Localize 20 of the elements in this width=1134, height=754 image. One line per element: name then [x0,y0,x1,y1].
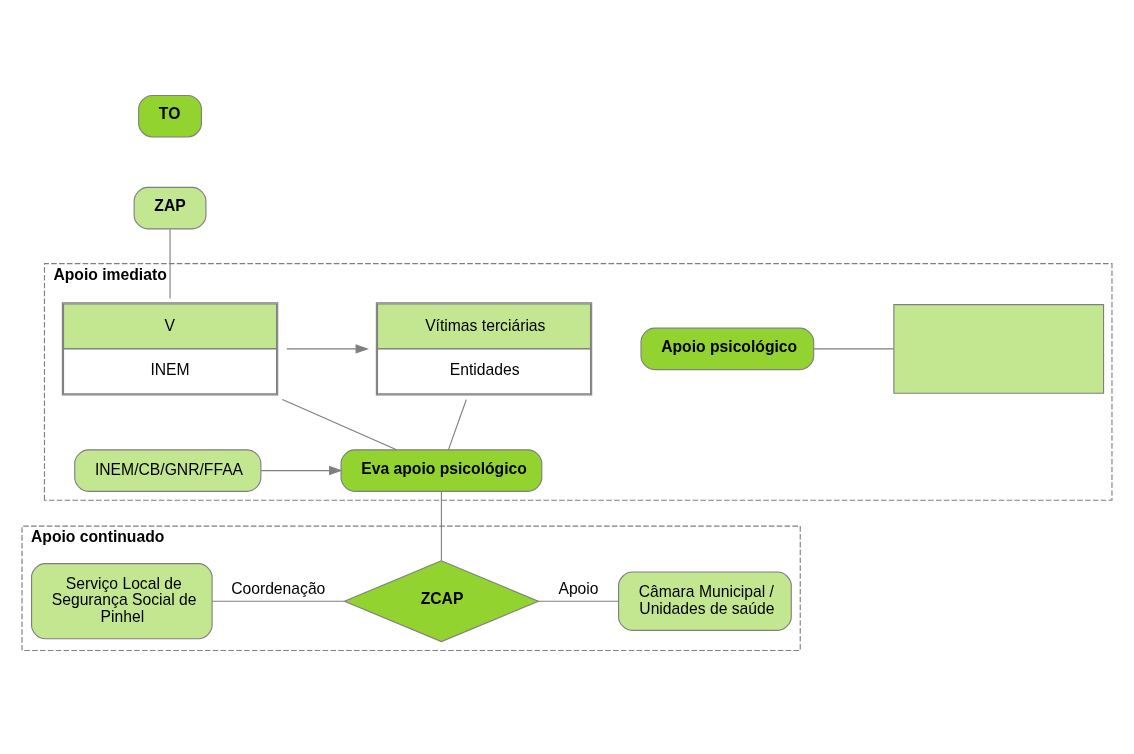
node-box: Câmara Municipal / Unidades de saúde [618,571,792,631]
connector [169,228,171,299]
node-box: Apoio psicológico [640,327,815,370]
connector [447,398,467,450]
connector [281,398,398,450]
node-box: Eva apoio psicológico [340,448,543,492]
edge-label: Apoio [558,579,599,597]
node-box: TO [138,94,202,138]
arrow [260,465,343,475]
node-box: Serviço Local de Segurança Social de Pinhel [31,562,213,639]
edge-label: Coordenação [231,579,326,597]
node-box: INEM/CB/GNR/FFAA [74,448,262,492]
node-diamond: ZCAP [342,559,540,642]
connector [440,490,442,561]
arrow [286,343,370,354]
connector [537,600,620,602]
connector [813,347,895,349]
node-box [893,303,1105,394]
node-box: ZAP [133,186,207,229]
connector [211,600,345,602]
